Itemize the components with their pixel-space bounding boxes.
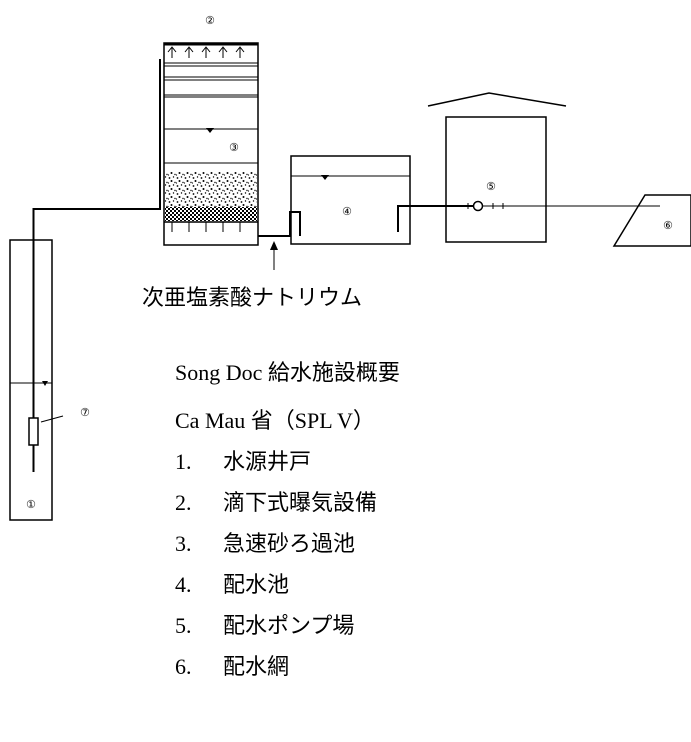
legend-number: 5. bbox=[175, 613, 192, 638]
network-marker: ⑥ bbox=[663, 219, 673, 232]
filtered-water-pipe bbox=[258, 211, 301, 237]
legend-item: 2. 滴下式曝気設備 bbox=[175, 491, 377, 532]
facility-province: Ca Mau 省（SPL V） bbox=[175, 408, 375, 433]
filter-marker: ③ bbox=[229, 141, 239, 154]
pump-marker: ⑦ bbox=[80, 406, 90, 419]
component-legend: 1. 水源井戸 2. 滴下式曝気設備 3. 急速砂ろ過池 4. 配水池 5. 配水ポンプ場… bbox=[175, 450, 377, 696]
legend-item: 4. 配水池 bbox=[175, 573, 377, 614]
aerator-marker: ② bbox=[205, 14, 215, 27]
facility-title: Song Doc 給水施設概要 bbox=[175, 360, 400, 385]
legend-item: 5. 配水ポンプ場 bbox=[175, 614, 377, 655]
pump-house bbox=[427, 92, 567, 243]
outlet-pipe bbox=[397, 205, 446, 232]
pump-house-marker: ⑤ bbox=[486, 180, 496, 193]
legend-text: 急速砂ろ過池 bbox=[223, 531, 356, 556]
chlorine-injection-arrow bbox=[270, 241, 278, 270]
legend-item: 6. 配水網 bbox=[175, 655, 377, 696]
legend-item: 1. 水源井戸 bbox=[175, 450, 377, 491]
legend-text: 水源井戸 bbox=[223, 449, 312, 474]
reservoir bbox=[290, 155, 411, 245]
legend-text: 配水ポンプ場 bbox=[223, 613, 355, 638]
reservoir-marker: ④ bbox=[342, 205, 352, 218]
well-marker: ① bbox=[26, 498, 36, 511]
well bbox=[9, 239, 64, 521]
legend-number: 4. bbox=[175, 572, 192, 597]
legend-number: 3. bbox=[175, 531, 192, 556]
legend-number: 2. bbox=[175, 490, 192, 515]
legend-number: 6. bbox=[175, 654, 192, 679]
legend-text: 配水網 bbox=[223, 654, 290, 679]
raw-water-pipe bbox=[32, 59, 161, 418]
spray-nozzles bbox=[167, 46, 245, 58]
legend-text: 配水池 bbox=[223, 572, 290, 597]
distribution-network bbox=[612, 194, 691, 247]
chlorine-label: 次亜塩素酸ナトリウム bbox=[142, 285, 363, 310]
aerator-filter-tower bbox=[163, 42, 259, 246]
legend-number: 1. bbox=[175, 449, 192, 474]
legend-item: 3. 急速砂ろ過池 bbox=[175, 532, 377, 573]
legend-text: 滴下式曝気設備 bbox=[223, 490, 378, 515]
